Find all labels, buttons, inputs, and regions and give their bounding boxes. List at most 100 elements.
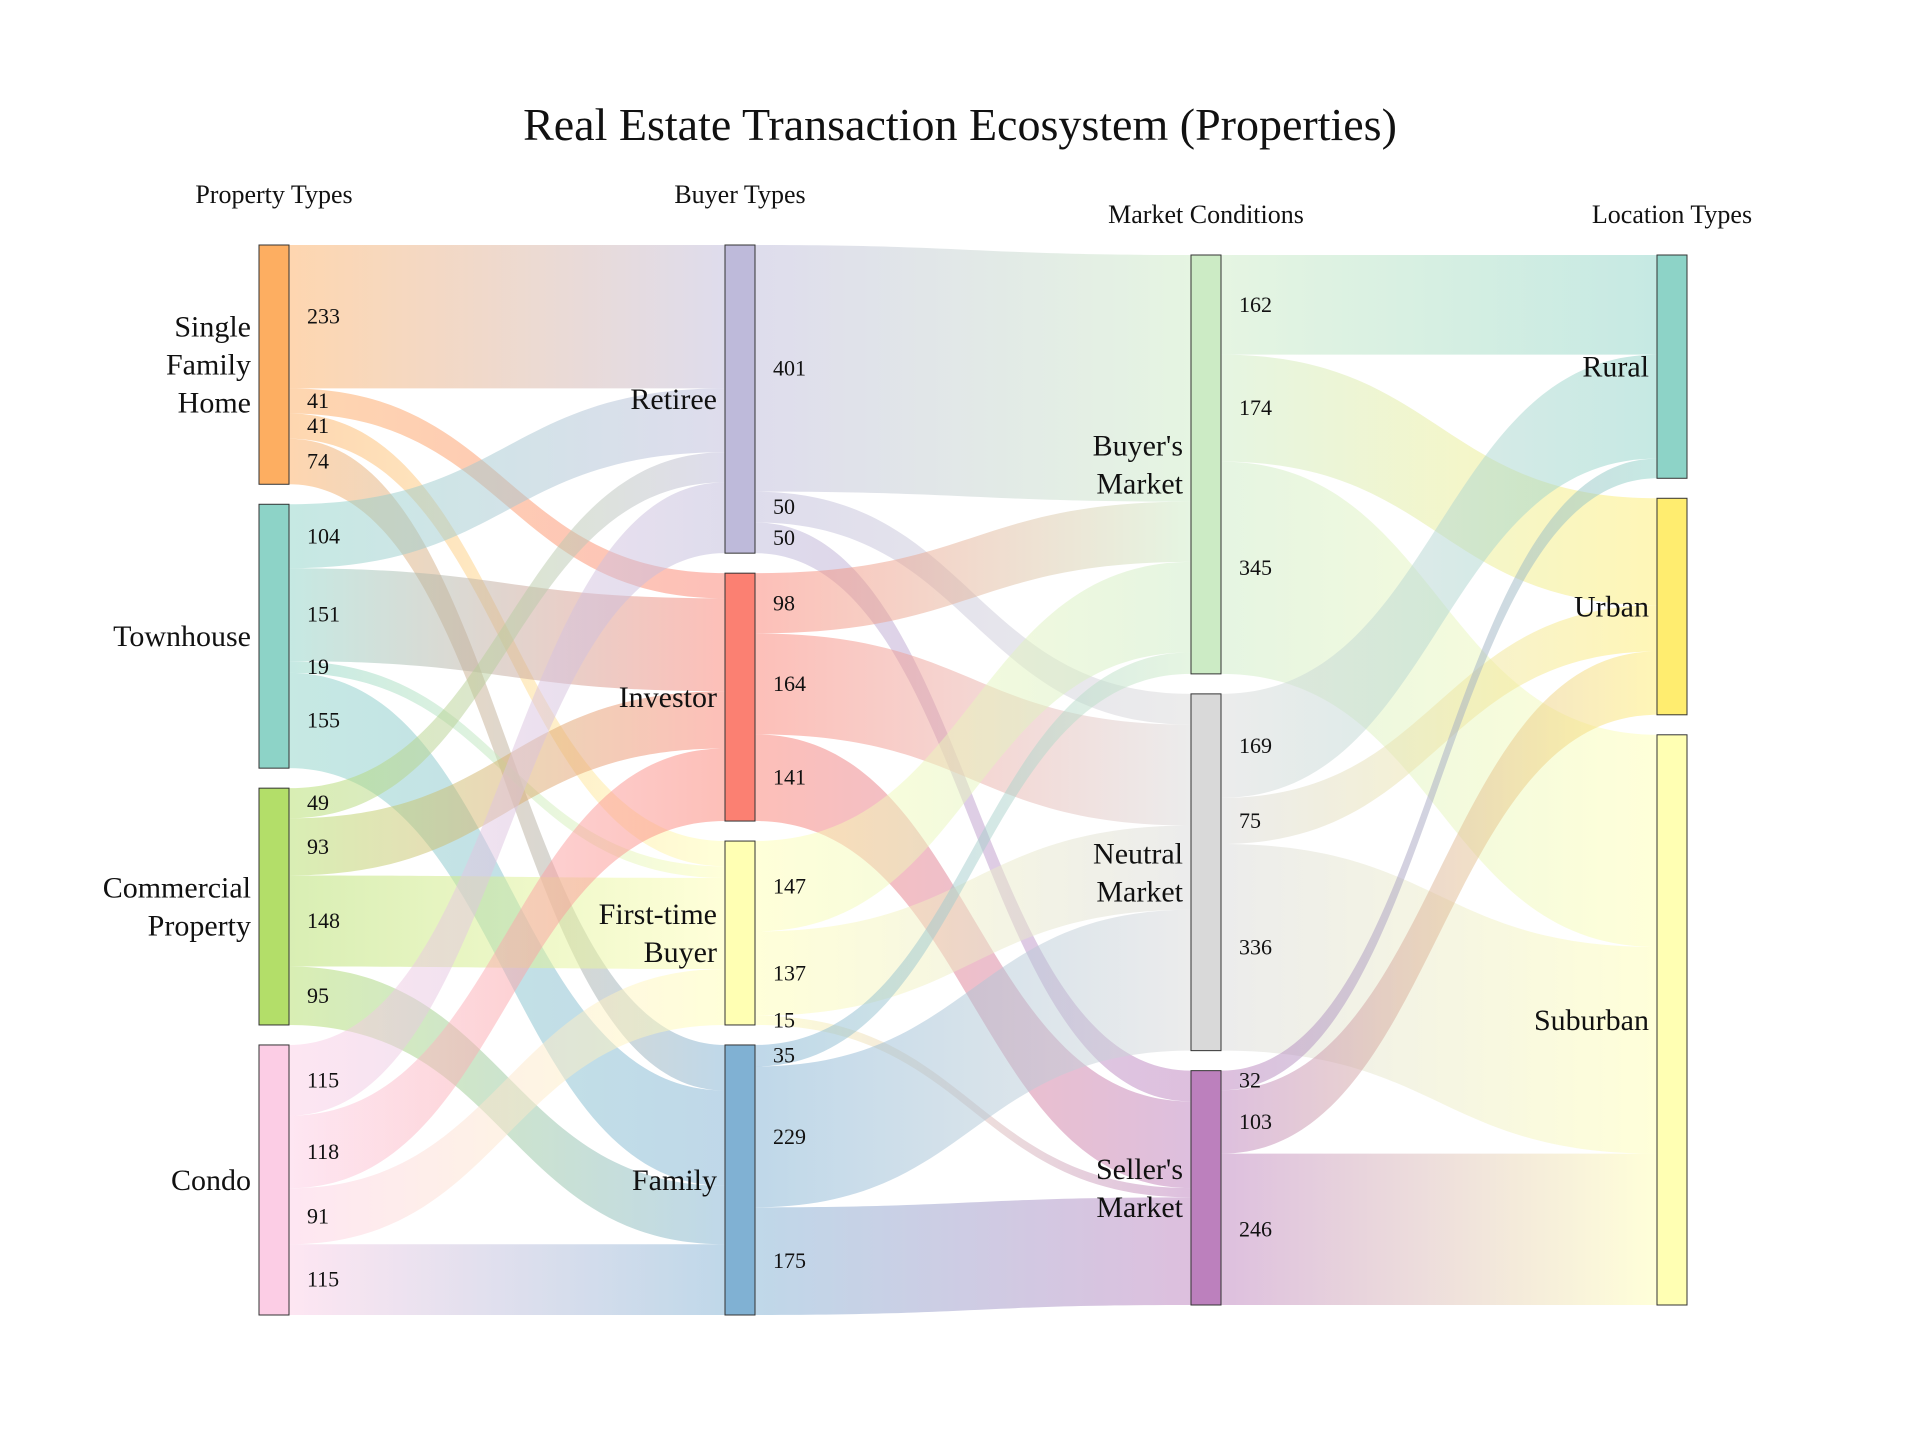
- flow-value-label: 233: [307, 304, 340, 329]
- flow-value-label: 174: [1239, 395, 1272, 420]
- column-header-location-types: Location Types: [1592, 200, 1752, 229]
- flow-value-label: 162: [1239, 292, 1272, 317]
- flow-sellers-to-rural: [1221, 458, 1657, 1091]
- flow-sfh-to-retiree: [289, 245, 725, 389]
- flow-value-label: 41: [307, 413, 329, 438]
- flow-value-label: 50: [773, 494, 795, 519]
- flow-family-to-sellers: [755, 1197, 1191, 1315]
- flow-value-label: 229: [773, 1124, 806, 1149]
- node-seller-s-market: [1190, 1070, 1222, 1306]
- flow-value-label: 155: [307, 707, 340, 732]
- node-label-townhouse: Townhouse: [113, 620, 251, 653]
- flow-sellers-to-suburban: [1221, 1153, 1657, 1305]
- node-retiree: [724, 244, 756, 554]
- flow-value-label: 103: [1239, 1109, 1272, 1134]
- node-buyer-s-market: [1190, 254, 1222, 675]
- flow-condo-to-family: [289, 1244, 725, 1315]
- flow-condo-to-retiree: [289, 482, 725, 1116]
- column-header-buyer-types: Buyer Types: [674, 180, 805, 209]
- node-label-condo: Condo: [171, 1164, 251, 1197]
- flow-value-label: 32: [1239, 1067, 1261, 1092]
- flow-value-label: 41: [307, 388, 329, 413]
- node-label-investor: Investor: [619, 681, 717, 714]
- flow-value-label: 95: [307, 983, 329, 1008]
- node-townhouse: [258, 503, 290, 769]
- node-investor: [724, 572, 756, 822]
- node-label-retiree: Retiree: [630, 383, 717, 416]
- node-condo: [258, 1044, 290, 1316]
- flow-value-label: 118: [307, 1139, 339, 1164]
- flow-retiree-to-neutral: [755, 491, 1191, 725]
- flow-investor-to-buyers: [755, 501, 1191, 634]
- flow-neutral-to-rural: [1221, 354, 1657, 798]
- flow-value-label: 75: [1239, 808, 1261, 833]
- flow-value-label: 115: [307, 1067, 339, 1092]
- flow-firsttime-to-buyers: [755, 561, 1191, 932]
- sankey-links: [289, 245, 1657, 1315]
- flow-retiree-to-sellers: [755, 522, 1191, 1102]
- flow-neutral-to-suburban: [1221, 843, 1657, 1154]
- node-family: [724, 1044, 756, 1316]
- node-urban: [1656, 497, 1688, 716]
- flow-family-to-neutral: [755, 909, 1191, 1208]
- node-label-rural: Rural: [1582, 351, 1649, 384]
- node-label-suburban: Suburban: [1534, 1004, 1649, 1037]
- flow-value-label: 345: [1239, 555, 1272, 580]
- flow-firsttime-to-neutral: [755, 825, 1191, 1016]
- flow-value-label: 336: [1239, 934, 1272, 959]
- flow-commercial-to-retiree: [289, 452, 725, 819]
- flow-value-label: 246: [1239, 1216, 1272, 1241]
- node-rural: [1656, 254, 1688, 479]
- flow-retiree-to-buyers: [755, 245, 1191, 502]
- node-single-family-home: [258, 244, 290, 485]
- flow-value-label: 148: [307, 908, 340, 933]
- chart-title: Real Estate Transaction Ecosystem (Prope…: [523, 99, 1397, 150]
- flow-value-label: 151: [307, 602, 340, 627]
- node-commercial-property: [258, 787, 290, 1026]
- flow-value-label: 50: [773, 525, 795, 550]
- node-neutral-market: [1190, 693, 1222, 1052]
- flow-value-label: 137: [773, 961, 806, 986]
- flow-value-label: 401: [773, 355, 806, 380]
- flow-value-label: 175: [773, 1248, 806, 1273]
- flow-neutral-to-urban: [1221, 605, 1657, 844]
- flow-value-label: 35: [773, 1043, 795, 1068]
- column-header-market-conditions: Market Conditions: [1108, 200, 1304, 229]
- flow-sellers-to-urban: [1221, 651, 1657, 1154]
- sankey-nodes: [258, 244, 1688, 1316]
- node-suburban: [1656, 734, 1688, 1306]
- flow-value-label: 115: [307, 1267, 339, 1292]
- flow-value-label: 93: [307, 834, 329, 859]
- flow-value-label: 147: [773, 873, 806, 898]
- flow-value-label: 74: [307, 449, 329, 474]
- flow-family-to-buyers: [755, 652, 1191, 1067]
- flow-condo-to-firsttime: [289, 968, 725, 1245]
- flow-value-label: 169: [1239, 733, 1272, 758]
- flow-townhouse-to-retiree: [289, 388, 725, 569]
- node-label-urban: Urban: [1574, 591, 1649, 624]
- flow-value-label: 104: [307, 523, 340, 548]
- node-first-time-buyer: [724, 840, 756, 1026]
- flow-commercial-to-firsttime: [289, 875, 725, 969]
- flow-value-label: 164: [773, 671, 806, 696]
- flow-buyers-to-rural: [1221, 255, 1657, 355]
- column-header-property-types: Property Types: [195, 180, 352, 209]
- flow-value-label: 49: [307, 790, 329, 815]
- flow-value-label: 15: [773, 1007, 795, 1032]
- flow-value-label: 98: [773, 590, 795, 615]
- node-label-family: Family: [632, 1164, 717, 1197]
- flow-condo-to-investor: [289, 748, 725, 1189]
- flow-value-label: 141: [773, 765, 806, 790]
- flow-value-label: 19: [307, 654, 329, 679]
- flow-value-label: 91: [307, 1203, 329, 1228]
